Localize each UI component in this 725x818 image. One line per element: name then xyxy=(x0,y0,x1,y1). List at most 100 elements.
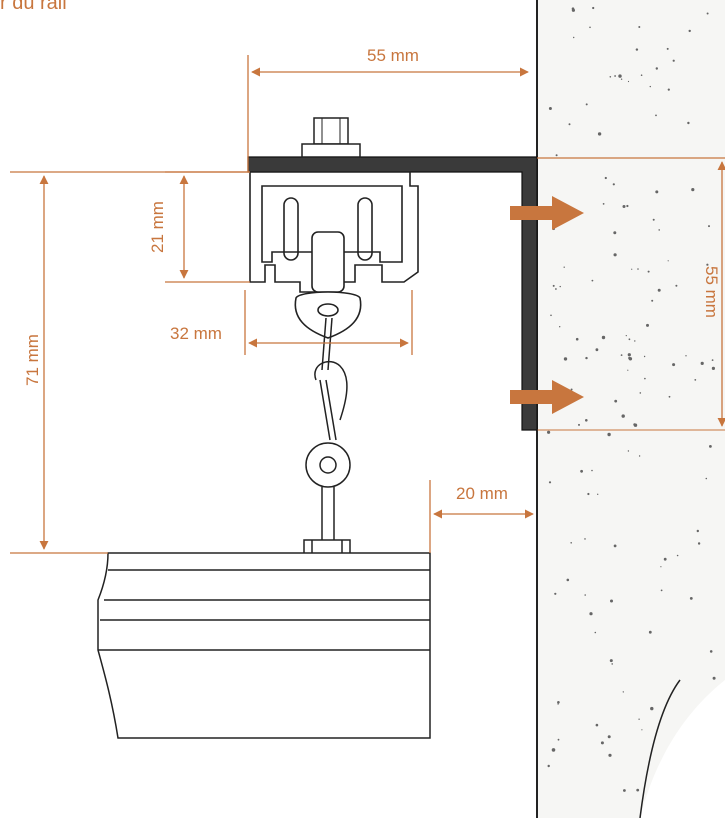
concrete-speck xyxy=(697,542,701,545)
concrete-speck xyxy=(638,26,641,28)
concrete-speck xyxy=(595,348,599,352)
concrete-speck xyxy=(655,114,657,117)
concrete-speck xyxy=(601,335,606,340)
concrete-speck xyxy=(570,542,572,544)
dim-label-total-drop: 71 mm xyxy=(23,334,42,386)
concrete-speck xyxy=(557,703,559,705)
concrete-speck xyxy=(555,154,558,157)
concrete-speck xyxy=(705,477,708,480)
concrete-speck xyxy=(675,284,678,287)
concrete-speck xyxy=(628,356,631,360)
concrete-speck xyxy=(573,36,575,39)
concrete-speck xyxy=(613,544,617,548)
concrete-speck xyxy=(600,741,604,745)
concrete-speck xyxy=(589,26,591,29)
concrete-speck xyxy=(712,676,716,680)
concrete-speck xyxy=(637,268,639,270)
concrete-speck xyxy=(638,718,640,720)
concrete-speck xyxy=(620,78,623,80)
concrete-speck xyxy=(672,363,676,367)
concrete-speck xyxy=(580,469,583,473)
concrete-speck xyxy=(555,288,557,290)
concrete-texture xyxy=(547,6,716,792)
concrete-speck xyxy=(711,359,714,361)
concrete-speck xyxy=(613,231,617,235)
concrete-speck xyxy=(578,423,580,426)
dim-label-bracket-length: 55 mm xyxy=(367,46,419,65)
dim-label-rail-width: 32 mm xyxy=(170,324,222,343)
concrete-speck xyxy=(550,314,552,317)
concrete-speck xyxy=(628,338,631,341)
concrete-speck xyxy=(597,493,599,495)
concrete-speck xyxy=(621,414,625,418)
concrete-speck xyxy=(708,225,710,228)
concrete-speck xyxy=(570,388,573,391)
concrete-speck xyxy=(660,566,662,568)
dim-label-wall-offset: 20 mm xyxy=(456,484,508,503)
concrete-speck xyxy=(687,121,690,125)
concrete-speck xyxy=(657,288,661,292)
concrete-speck xyxy=(622,691,624,693)
concrete-speck xyxy=(554,592,557,595)
concrete-speck xyxy=(636,788,640,792)
dimension-lines xyxy=(10,55,725,554)
curtain-track xyxy=(97,552,431,739)
concrete-speck xyxy=(694,379,697,381)
concrete-speck xyxy=(585,419,588,422)
concrete-speck xyxy=(672,59,675,62)
concrete-speck xyxy=(608,753,612,757)
concrete-speck xyxy=(585,356,588,360)
concrete-speck xyxy=(607,432,611,437)
concrete-speck xyxy=(644,377,646,380)
concrete-speck xyxy=(647,270,650,273)
concrete-speck xyxy=(613,253,617,257)
concrete-speck xyxy=(638,455,641,457)
concrete-speck xyxy=(648,630,652,634)
concrete-speck xyxy=(639,392,642,394)
hook-chain xyxy=(303,317,351,581)
concrete-speck xyxy=(547,764,550,768)
concrete-speck xyxy=(650,706,654,711)
concrete-speck xyxy=(547,430,551,434)
concrete-speck xyxy=(611,663,613,665)
concrete-speck xyxy=(651,299,654,302)
concrete-speck xyxy=(620,354,623,356)
concrete-speck xyxy=(627,369,629,371)
concrete-speck xyxy=(676,554,679,557)
concrete-speck xyxy=(688,29,691,33)
concrete-speck xyxy=(594,631,597,634)
concrete-speck xyxy=(709,445,712,448)
concrete-speck xyxy=(602,203,605,205)
concrete-speck xyxy=(604,176,607,180)
concrete-speck xyxy=(610,599,613,603)
dim-label-bracket-height: 55 mm xyxy=(702,266,721,318)
diagram-caption: r du rail xyxy=(0,0,67,14)
concrete-speck xyxy=(618,74,622,78)
concrete-speck xyxy=(592,6,595,10)
concrete-speck xyxy=(548,107,552,110)
concrete-speck xyxy=(660,589,663,592)
glider-carriage xyxy=(294,231,362,339)
concrete-speck xyxy=(643,355,646,358)
concrete-speck xyxy=(649,85,651,88)
concrete-speck xyxy=(584,594,586,596)
concrete-speck xyxy=(623,789,626,792)
concrete-speck xyxy=(563,266,565,268)
concrete-speck xyxy=(646,323,649,327)
concrete-speck xyxy=(627,353,631,357)
concrete-speck xyxy=(641,729,643,731)
concrete-speck xyxy=(614,399,618,403)
concrete-speck xyxy=(559,285,561,288)
concrete-speck xyxy=(585,103,588,106)
bolt-icon xyxy=(301,117,361,158)
concrete-speck xyxy=(548,481,552,484)
concrete-speck xyxy=(595,723,599,727)
arrow-right-icon xyxy=(510,380,584,414)
concrete-speck xyxy=(706,12,709,15)
concrete-speck xyxy=(571,8,576,12)
concrete-speck xyxy=(597,132,602,136)
concrete-speck xyxy=(691,188,695,192)
concrete-speck xyxy=(589,612,593,616)
concrete-speck xyxy=(612,183,615,186)
